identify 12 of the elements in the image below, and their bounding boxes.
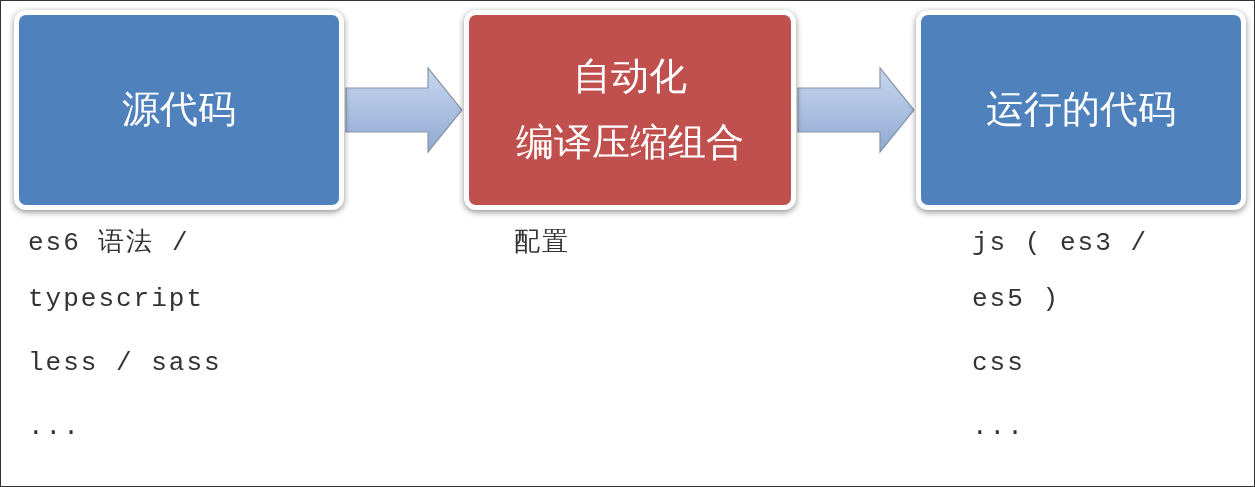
box-title: 自动化: [573, 54, 687, 100]
caption-text: less / sass: [28, 347, 222, 380]
box-title: 编译压缩组合: [516, 120, 744, 166]
caption-text: 配置: [514, 227, 570, 260]
caption-text: css: [972, 347, 1025, 380]
block-arrow: [797, 66, 915, 154]
caption-text: js ( es3 / es5 ): [972, 227, 1150, 316]
block-arrow: [345, 66, 463, 154]
box-title: 运行的代码: [986, 87, 1176, 133]
caption-text: ...: [972, 411, 1025, 444]
box-title: 源代码: [122, 87, 236, 133]
caption-text: ...: [28, 411, 81, 444]
